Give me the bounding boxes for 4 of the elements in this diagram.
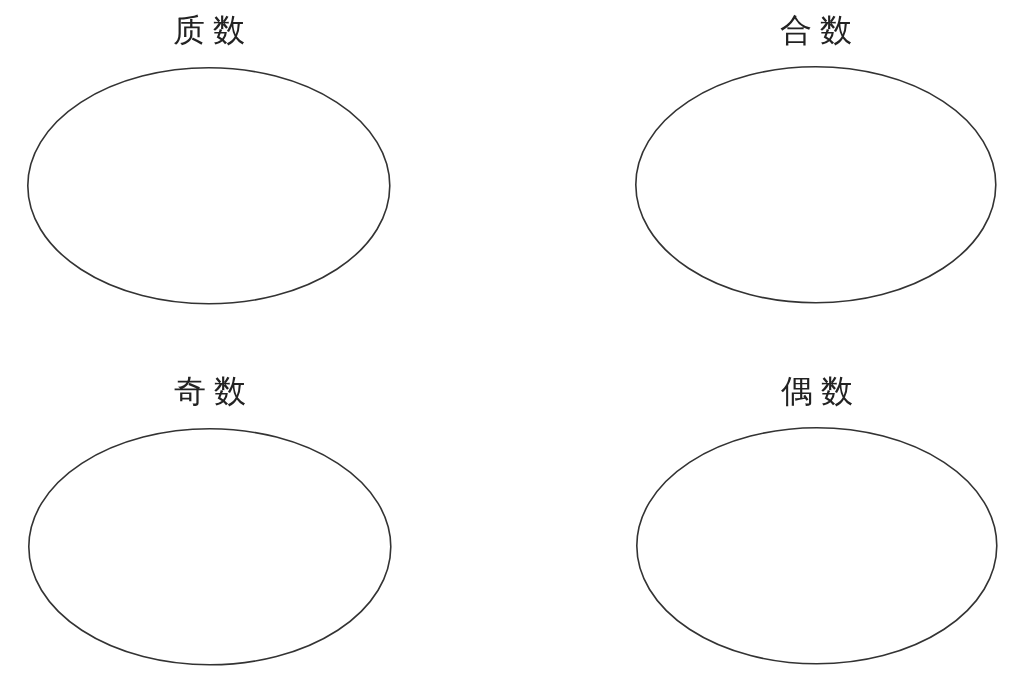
heading: 偶数 <box>780 372 861 410</box>
heading: 奇数 <box>173 372 254 410</box>
heading: 合数 <box>779 11 860 49</box>
heading: 质数 <box>172 11 253 49</box>
